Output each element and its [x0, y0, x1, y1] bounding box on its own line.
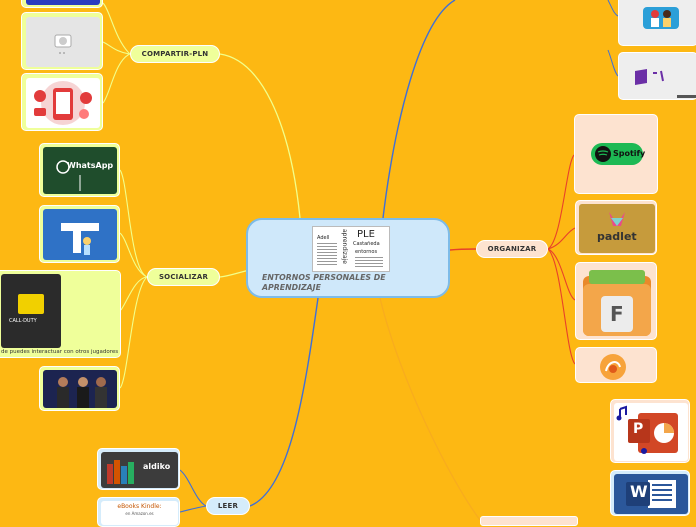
books-icon	[107, 460, 134, 484]
spotify-icon	[591, 143, 643, 165]
callofduty-caption: de puedes interactuar con otros jugadore…	[1, 349, 119, 355]
phone-social-icon	[34, 81, 92, 125]
people-network-icon	[61, 223, 99, 255]
word-cloud-ple: PLE	[357, 229, 375, 240]
leer-item-ebooks[interactable]: eBooks Kindle: en Amazon.es	[97, 497, 180, 527]
music-app-icon	[600, 354, 626, 380]
callofduty-image: CALL·DUTY	[1, 274, 61, 348]
purple-logo-image	[631, 67, 671, 87]
purple-logo-icon	[635, 69, 664, 85]
organizar-item-app[interactable]	[575, 347, 657, 383]
scrollbar-indicator	[677, 95, 696, 98]
top-right-item-1[interactable]	[618, 0, 696, 46]
word-image: W	[614, 474, 688, 514]
compartir-item-2[interactable]	[21, 12, 103, 70]
aldiko-image: aldiko	[101, 452, 178, 488]
camera-placeholder	[26, 17, 100, 67]
folder-icon	[583, 270, 651, 336]
padlet-image: padlet	[579, 204, 655, 253]
organizar-item-padlet[interactable]: padlet	[575, 200, 657, 255]
folder-letter: F	[610, 302, 624, 326]
word-cloud-image: PLE aprendizaje Adell Castañeda entornos	[312, 226, 390, 272]
callofduty-logo	[18, 294, 44, 314]
central-title: ENTORNOS PERSONALES DE APRENDIZAJE	[262, 273, 386, 292]
bottom-partial-node[interactable]	[480, 516, 578, 526]
ebooks-title: eBooks Kindle:	[117, 503, 162, 510]
powerpoint-image: P	[614, 403, 688, 461]
socializar-item-callofduty[interactable]: CALL·DUTY de puedes interactuar con otro…	[0, 270, 121, 358]
branch-compartir[interactable]: COMPARTIR-PLN	[130, 45, 220, 63]
padlet-icon	[609, 212, 625, 226]
compartir-item-3[interactable]	[21, 73, 103, 131]
organizar-item-folder[interactable]: F	[575, 262, 657, 340]
socializar-item-social[interactable]	[39, 205, 120, 263]
bottom-right-item-ppt[interactable]: P	[610, 399, 690, 463]
social-media-illustration	[26, 78, 100, 128]
aldiko-label: aldiko	[143, 462, 171, 471]
spotify-image: Spotify	[581, 135, 651, 173]
socializar-item-video[interactable]	[39, 366, 120, 411]
app-thumbnail	[26, 0, 100, 5]
spotify-label: Spotify	[613, 149, 646, 158]
word-cloud-adell: Adell	[317, 235, 330, 241]
app-image	[596, 351, 630, 381]
central-topic[interactable]: PLE aprendizaje Adell Castañeda entornos…	[246, 218, 450, 298]
whatsapp-label: WhatsApp	[67, 161, 114, 170]
people-silhouettes	[57, 377, 107, 408]
video-still-image	[43, 370, 117, 408]
top-right-item-2[interactable]	[618, 52, 696, 100]
people-icon-image	[643, 7, 679, 29]
people-icon	[651, 10, 671, 27]
leer-item-aldiko[interactable]: aldiko	[97, 448, 180, 490]
branch-socializar[interactable]: SOCIALIZAR	[147, 268, 220, 286]
branch-organizar[interactable]: ORGANIZAR	[476, 240, 548, 258]
branch-leer[interactable]: LEER	[206, 497, 250, 515]
whatsapp-icon	[56, 160, 81, 191]
padlet-label: padlet	[597, 230, 637, 243]
word-cloud-texture	[355, 257, 383, 267]
organizar-item-spotify[interactable]: Spotify	[574, 114, 658, 194]
socializar-item-whatsapp[interactable]: WhatsApp	[39, 143, 120, 197]
camera-icon	[54, 34, 72, 54]
ppt-letter: P	[633, 421, 644, 437]
callofduty-title: CALL·DUTY	[9, 318, 37, 324]
word-cloud-castaneda: Castañeda	[353, 241, 380, 247]
ebooks-subtitle: en Amazon.es	[125, 511, 154, 516]
ebooks-image: eBooks Kindle: en Amazon.es	[101, 501, 178, 525]
social-network-image	[43, 209, 117, 260]
word-letter: W	[630, 482, 648, 501]
bottom-right-item-word[interactable]: W	[610, 470, 690, 516]
word-cloud-aprendizaje: aprendizaje	[341, 229, 348, 264]
folder-image: F	[579, 266, 655, 338]
powerpoint-icon	[616, 405, 678, 454]
word-icon	[626, 480, 676, 508]
whatsapp-image: WhatsApp	[43, 147, 117, 194]
compartir-item-1[interactable]	[21, 0, 103, 8]
word-cloud-texture	[317, 243, 337, 265]
word-cloud-entornos: entornos	[355, 249, 378, 255]
